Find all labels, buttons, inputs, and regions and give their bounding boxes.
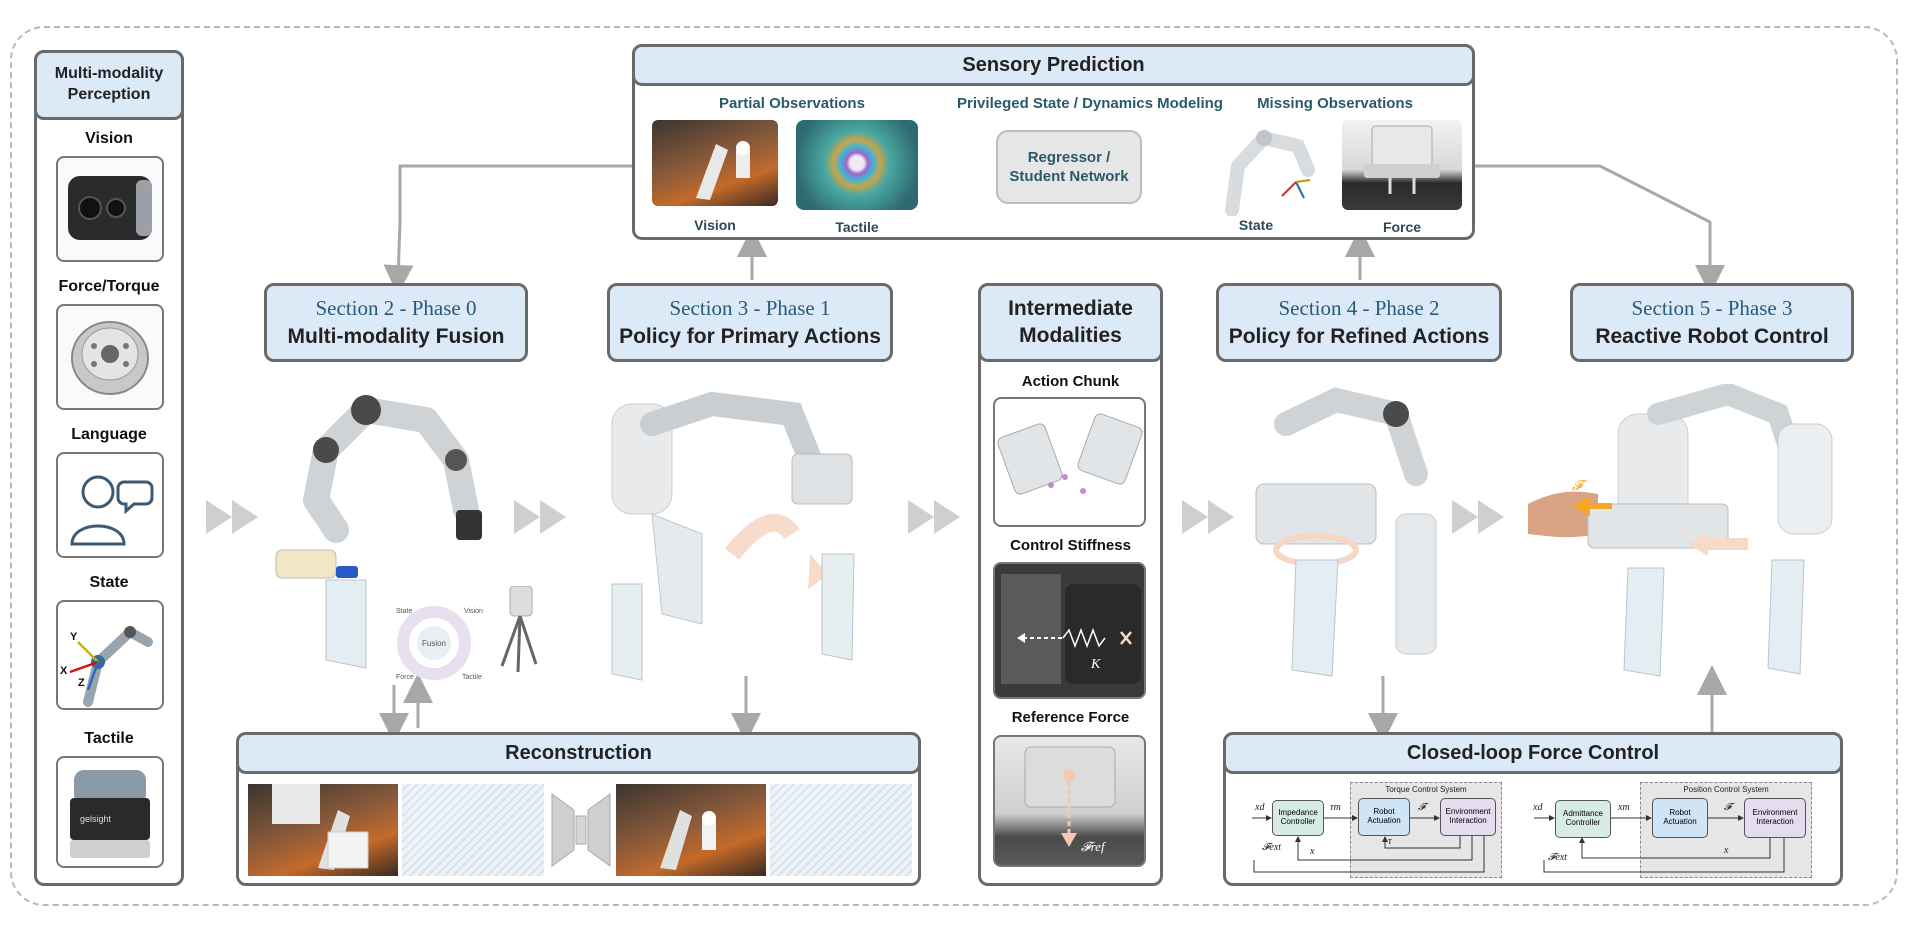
partial-tactile-image [796,120,918,210]
impedance-controller-node: Impedance Controller [1272,800,1324,836]
right-fext-label: 𝓕ext [1548,852,1568,863]
phase2-header: Section 4 - Phase 2 Policy for Refined A… [1216,283,1502,362]
position-system-label: Position Control System [1683,785,1769,794]
phase3-header: Section 5 - Phase 3 Reactive Robot Contr… [1570,283,1854,362]
missing-state-label: State [1238,217,1274,233]
force-thumb [56,304,164,410]
partial-observations-label: Partial Observations [719,95,865,112]
perception-label-tactile: Tactile [84,730,134,747]
left-x-label: x [1310,846,1315,857]
recon-tactile-output [770,784,912,876]
phase3-force-symbol: 𝓕 [1572,479,1587,494]
gelsight-brand: gelsight [80,814,112,824]
recon-vision-input [248,784,398,876]
partial-vision-label: Vision [694,217,736,233]
reconstruction-title: Reconstruction [236,732,921,774]
missing-force-label: Force [1382,219,1422,235]
privileged-label: Privileged State / Dynamics Modeling [957,95,1223,112]
left-f-label: 𝓕 [1418,802,1426,813]
phase3-section: Section 5 - Phase 3 [1631,296,1793,320]
missing-force-image [1342,120,1462,210]
left-robot-actuation-node: Robot Actuation [1358,798,1410,836]
phase1-header: Section 3 - Phase 1 Policy for Primary A… [607,283,893,362]
reference-force-symbol: 𝓕ref [1081,839,1107,854]
regressor-node: Regressor / Student Network [996,130,1142,204]
outer-frame [10,26,1898,906]
force-sensor-icon [71,321,149,395]
left-tau-label: τ [1388,836,1392,847]
control-stiffness-label: Control Stiffness [1010,537,1131,554]
force-control-title: Closed-loop Force Control [1223,732,1843,774]
right-f-label: 𝓕 [1724,802,1732,813]
position-loop-connectors [1534,815,1785,873]
tactile-thumb: gelsight [56,756,164,868]
gelsight-sensor-icon: gelsight [70,770,150,858]
reference-force-thumb: 𝓕ref [993,735,1146,867]
fusion-tactile-label: Tactile [462,674,482,681]
torque-system-label: Torque Control System [1385,785,1467,794]
phase2-section: Section 4 - Phase 2 [1278,296,1440,320]
perception-label-force: Force/Torque [58,278,160,295]
fusion-vision-label: Vision [464,608,483,615]
recon-tactile-input [402,784,544,876]
phase2-robot-illustration [1255,387,1437,677]
fusion-force-label: Force [396,674,414,681]
phase3-robot-illustration: 𝓕 [1528,384,1833,677]
right-x-label: x [1724,845,1729,856]
perception-label-language: Language [71,426,147,443]
phase1-robot-illustration [611,391,855,681]
left-xd-label: xd [1255,802,1265,813]
right-environment-node: Environment Interaction [1744,798,1806,838]
sensory-prediction-title: Sensory Prediction [632,44,1475,86]
partial-vision-image [652,120,778,206]
left-environment-node: Environment Interaction [1440,798,1496,836]
perception-title: Multi-modality Perception [34,50,184,120]
fusion-center-label: Fusion [422,639,446,648]
phase0-section: Section 2 - Phase 0 [315,296,477,320]
stiffness-k-symbol: K [1090,657,1101,672]
axis-z-label: Z [78,677,85,689]
camera-icon [68,176,152,240]
phase2-title: Policy for Refined Actions [1228,325,1490,348]
phase3-title: Reactive Robot Control [1595,325,1829,348]
fusion-state-label: State [396,608,412,615]
phase1-title: Policy for Primary Actions [619,325,881,348]
reference-force-label: Reference Force [1011,709,1130,726]
phase0-header: Section 2 - Phase 0 Multi-modality Fusio… [264,283,528,362]
person-speech-icon [70,475,154,546]
action-chunk-label: Action Chunk [1021,373,1120,390]
perception-label-state: State [89,574,129,591]
partial-tactile-label: Tactile [835,219,879,235]
left-tau-m-label: τm [1330,802,1341,813]
vision-thumb [56,156,164,262]
missing-state-image [1212,120,1334,217]
missing-observations-label: Missing Observations [1257,95,1413,112]
recon-vision-output [616,784,766,876]
phase1-section: Section 3 - Phase 1 [669,296,831,320]
perception-label-vision: Vision [85,130,133,147]
phase0-title: Multi-modality Fusion [287,325,505,348]
phase0-robot-illustration [275,395,482,669]
tripod-camera-icon [500,586,538,673]
right-xm-label: xm [1618,802,1630,813]
fusion-wheel: Fusion State Vision Force Tactile [396,606,483,681]
right-robot-actuation-node: Robot Actuation [1652,798,1708,838]
state-thumb: Y X Z [56,600,164,710]
left-fext-label: 𝓕ext [1262,842,1282,853]
action-chunk-thumb [993,397,1146,527]
autoencoder-icon [551,793,611,867]
right-xd-label: xd [1533,802,1543,813]
control-stiffness-thumb: K [993,562,1146,699]
axis-x-label: X [60,665,68,677]
intermediate-title: Intermediate Modalities [978,283,1163,362]
robot-arm-icon: Y X Z [60,625,153,707]
language-thumb [56,452,164,558]
torque-loop-connectors [1252,815,1485,873]
axis-y-label: Y [70,631,78,643]
